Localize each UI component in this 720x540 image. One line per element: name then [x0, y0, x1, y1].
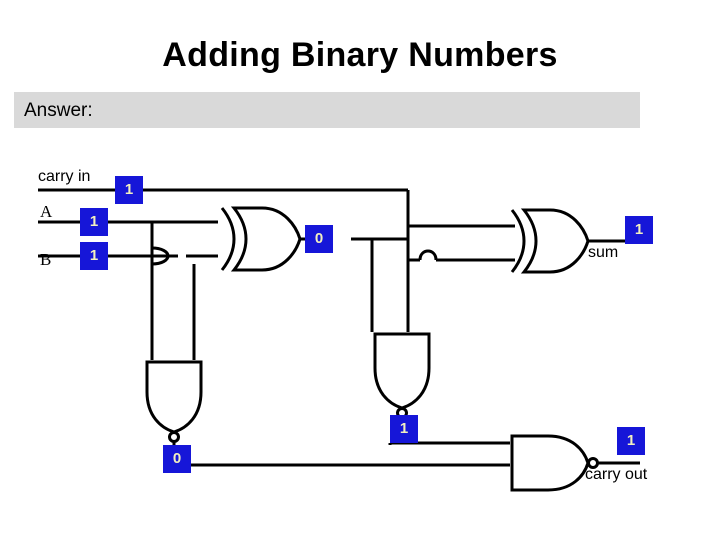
label-sum: sum	[588, 244, 619, 261]
page-title: Adding Binary Numbers	[162, 36, 558, 74]
wire-carry-in-to-xor2	[406, 190, 515, 228]
label-carry-out: carry out	[585, 466, 648, 483]
value-box-b: 1	[80, 242, 108, 270]
answer-label: Answer:	[24, 100, 93, 121]
label-b: B	[40, 250, 52, 269]
and-gate-left-bubble	[168, 431, 180, 443]
xor-gate-1-back-arc	[220, 207, 236, 271]
or-gate-carry-bubble	[587, 457, 599, 469]
value-box-a: 1	[80, 208, 108, 236]
answer-banner	[14, 92, 640, 128]
wire-hop-bump-a	[151, 246, 170, 266]
or-gate-carry-body	[510, 434, 590, 492]
value-box-and-right-out: 1	[390, 415, 418, 443]
and-gate-left-body	[145, 360, 203, 434]
and-gate-right-body	[373, 332, 431, 410]
wire-hop-bump-xor2	[418, 249, 438, 261]
xor-gate-2-back-arc	[510, 209, 526, 273]
value-box-carry-out: 1	[617, 427, 645, 455]
value-box-carry-in: 1	[115, 176, 143, 204]
value-box-sum: 1	[625, 216, 653, 244]
xor-gate-1-body	[230, 206, 302, 272]
value-box-xor1-out: 0	[305, 225, 333, 253]
full-adder-circuit-diagram: carry in A B sum carry out 1 1 1 0 1 1 0…	[0, 140, 720, 540]
label-carry-in: carry in	[38, 168, 91, 185]
label-a: A	[40, 202, 53, 221]
xor-gate-2-body	[520, 208, 590, 274]
value-box-and-left-out: 0	[163, 445, 191, 473]
